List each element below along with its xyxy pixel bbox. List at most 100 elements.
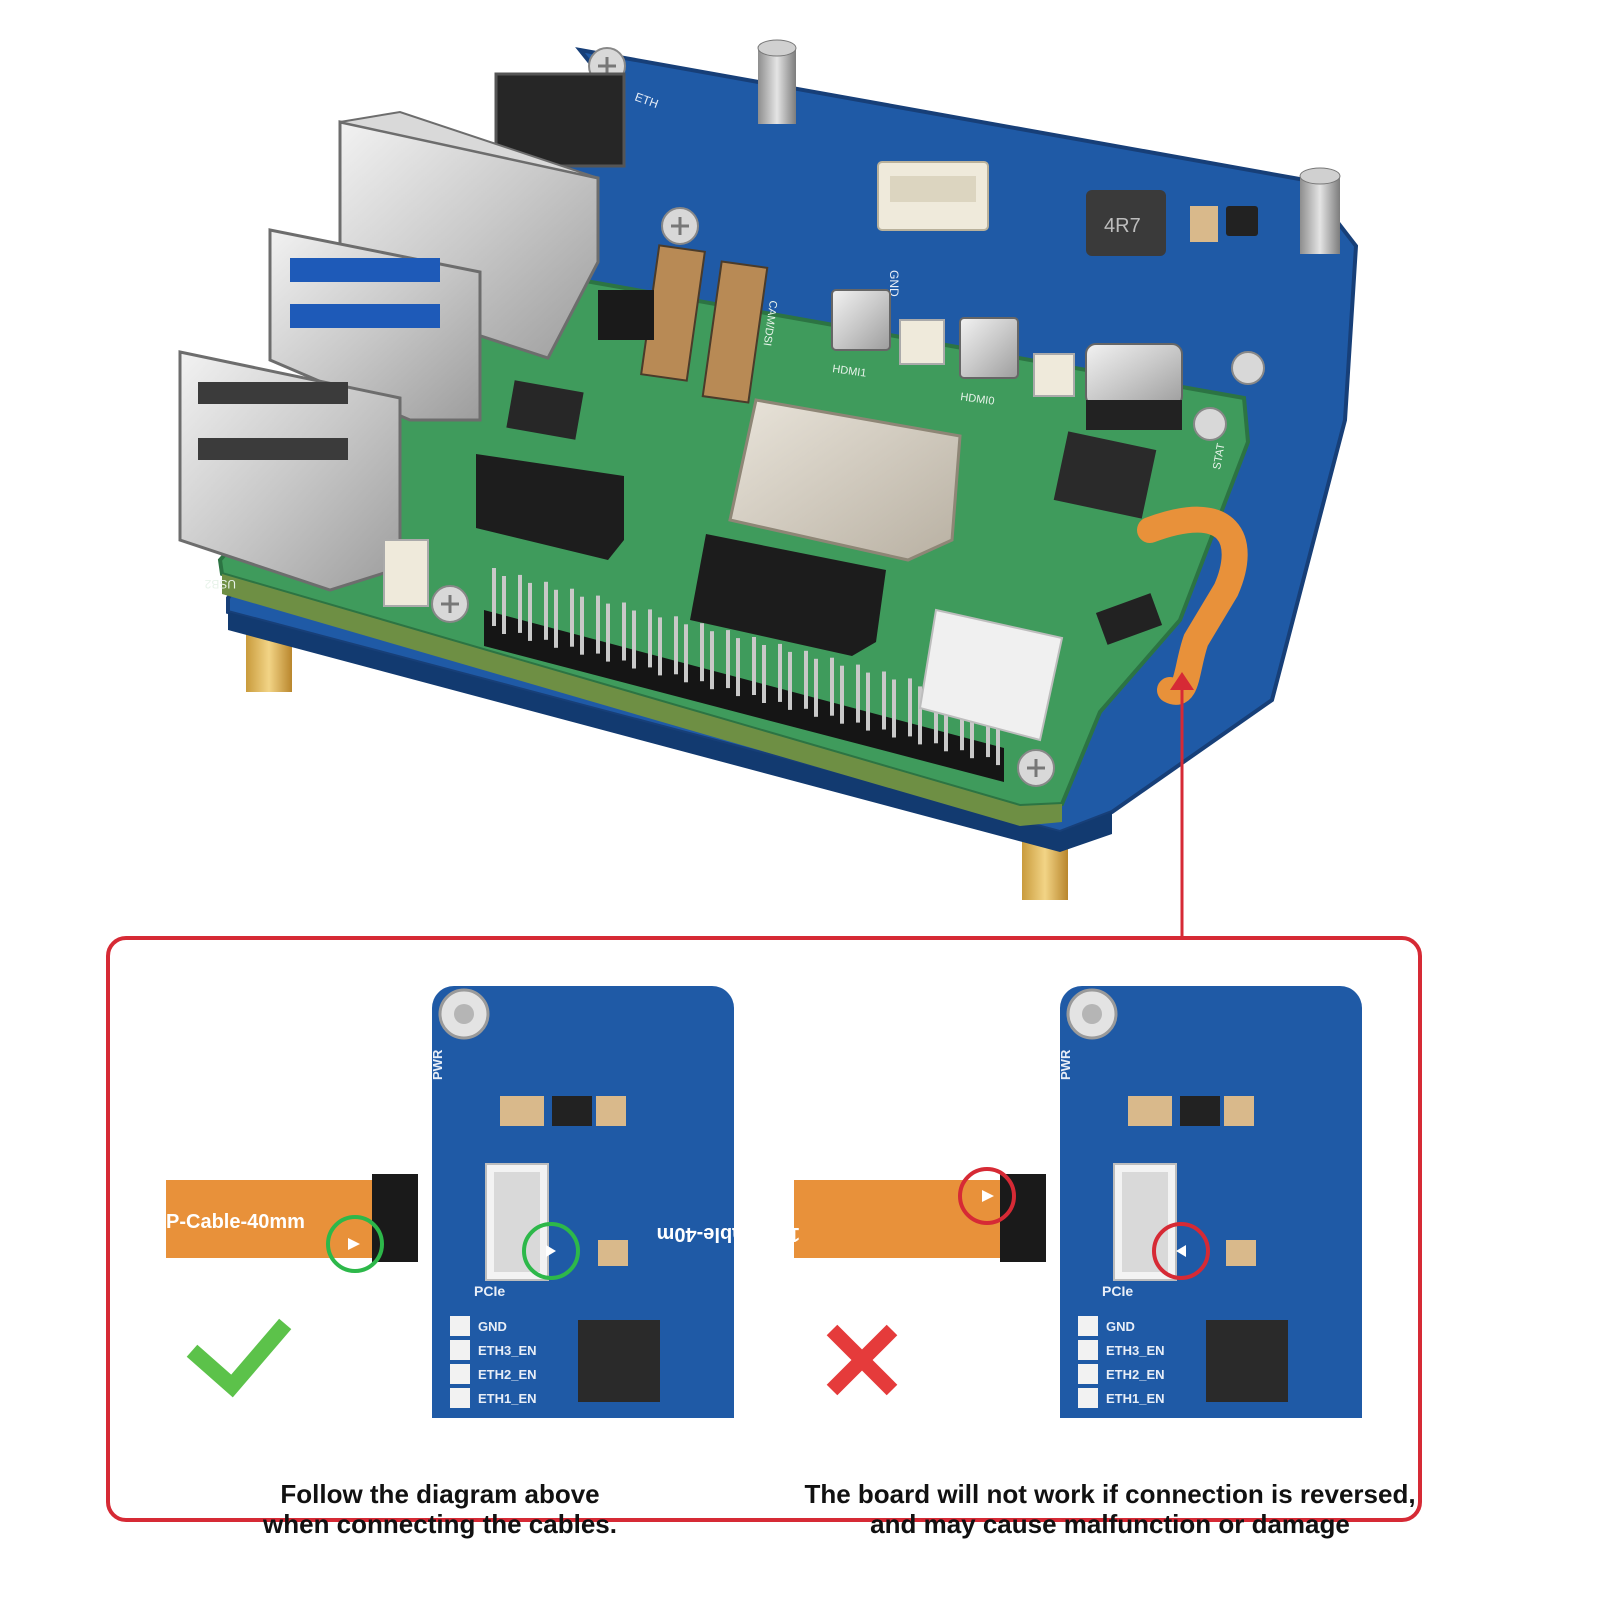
- gpio-pin: [570, 588, 574, 647]
- hdmi0-port: [959, 317, 1019, 379]
- gpio-pin: [918, 686, 922, 745]
- inductor: [1086, 190, 1166, 256]
- cable-stiffener: [1000, 1174, 1046, 1262]
- gpio-pin: [700, 623, 704, 682]
- metal-standoff: [758, 48, 796, 124]
- gpio-pin: [726, 630, 730, 689]
- gpio-pin: [908, 678, 912, 737]
- stat-label: STAT: [1211, 442, 1227, 470]
- gpio-pin: [856, 664, 860, 723]
- wrong-marker-cable: [958, 1167, 1016, 1225]
- pcb-closeup: [432, 986, 734, 1418]
- gpio-pin: [580, 596, 584, 655]
- gpio-pin: [778, 643, 782, 702]
- gpio-pin: [804, 650, 808, 709]
- cross-icon: [826, 1324, 898, 1396]
- soc-shield: [728, 398, 962, 562]
- gpio-pin: [492, 568, 496, 626]
- usb2-label: USB2: [204, 577, 236, 591]
- gpio-pin: [986, 699, 990, 758]
- pin-pad: [1078, 1316, 1098, 1336]
- gpio-header: [484, 568, 1004, 782]
- controller-chip: [1206, 1320, 1288, 1402]
- pin-label: ETH1_EN: [1106, 1391, 1165, 1406]
- pwr-label: PWR: [430, 1049, 445, 1080]
- pmic-chip: [1053, 431, 1157, 519]
- pin-label: ETH3_EN: [1106, 1343, 1165, 1358]
- hdmi0-label: HDMI0: [960, 391, 996, 408]
- inductor-label: 4R7: [1104, 215, 1141, 237]
- gpio-pin: [518, 574, 522, 633]
- callout-arrow: [1170, 672, 1194, 938]
- pin-pad: [450, 1340, 470, 1360]
- gpio-pin: [674, 616, 678, 675]
- battery-connector: [383, 539, 429, 607]
- pin-pad: [450, 1316, 470, 1336]
- pin-label: ETH2_EN: [478, 1367, 537, 1382]
- cable-print: 16P-Cable-40m: [657, 1223, 800, 1245]
- gpio-pin: [996, 707, 1000, 766]
- jst-connector: [899, 319, 945, 365]
- caption-line: and may cause malfunction or damage: [870, 1509, 1350, 1539]
- gpio-pin: [502, 576, 506, 634]
- correct-marker-socket: [522, 1222, 580, 1280]
- ethernet-controller-chip: [506, 380, 584, 440]
- checkmark-icon: [186, 1318, 292, 1398]
- gpio-pin: [544, 581, 548, 640]
- caption-line: The board will not work if connection is…: [804, 1479, 1416, 1509]
- gpio-pin: [840, 665, 844, 724]
- correct-caption: Follow the diagram above when connecting…: [200, 1479, 680, 1539]
- gpio-pin: [710, 631, 714, 690]
- green-pi-board-edge: [222, 574, 1062, 826]
- pcb-closeup: [1060, 986, 1362, 1418]
- usb-c-port: [1085, 343, 1183, 407]
- gpio-pin: [752, 637, 756, 695]
- gpio-pin: [970, 700, 974, 759]
- gpio-pin: [622, 602, 626, 661]
- gpio-pin: [648, 609, 652, 668]
- pwr-label: PWR: [1058, 1049, 1073, 1080]
- gpio-pin: [606, 603, 610, 662]
- pcie-label: PCIe: [474, 1283, 505, 1299]
- gpio-pin: [658, 617, 662, 676]
- pin-pad: [1078, 1364, 1098, 1384]
- gpio-pin: [762, 645, 766, 703]
- callout-frame: [106, 936, 1422, 1522]
- gpio-pin: [892, 679, 896, 738]
- pin-pad: [450, 1364, 470, 1384]
- cable-stiffener: [372, 1174, 418, 1262]
- gpio-pin: [528, 582, 532, 641]
- mounting-screw: [1231, 351, 1265, 385]
- fan-header: [598, 290, 654, 340]
- mounting-screw: [1193, 407, 1227, 441]
- wrong-marker-socket: [1152, 1222, 1210, 1280]
- gpio-pin: [814, 658, 818, 717]
- gpio-pin: [866, 672, 870, 731]
- usb3-port: [268, 228, 482, 422]
- rp1-chip: [690, 534, 886, 656]
- gpio-pin: [830, 657, 834, 716]
- cable-print: P-Cable-40mm: [166, 1211, 305, 1233]
- hdmi1-label: HDMI1: [832, 363, 868, 380]
- controller-chip: [578, 1320, 660, 1402]
- caption-line: when connecting the cables.: [263, 1509, 617, 1539]
- blue-base-board-edge: [228, 612, 1112, 852]
- jst-connector: [1033, 353, 1075, 397]
- dsi-connector: [701, 260, 769, 404]
- gnd-label: GND: [887, 270, 901, 297]
- sd-card-slot: [918, 608, 1064, 742]
- pin-label: GND: [1106, 1319, 1135, 1334]
- pin-label: GND: [478, 1319, 507, 1334]
- caption-line: Follow the diagram above: [280, 1479, 600, 1509]
- usb2-port: [178, 350, 402, 592]
- gpio-pin: [554, 589, 558, 648]
- wrong-caption: The board will not work if connection is…: [780, 1479, 1440, 1539]
- hdmi1-port: [831, 289, 891, 351]
- gpio-pin: [882, 671, 886, 730]
- pin-label: ETH1_EN: [478, 1391, 537, 1406]
- gpio-pin: [632, 610, 636, 669]
